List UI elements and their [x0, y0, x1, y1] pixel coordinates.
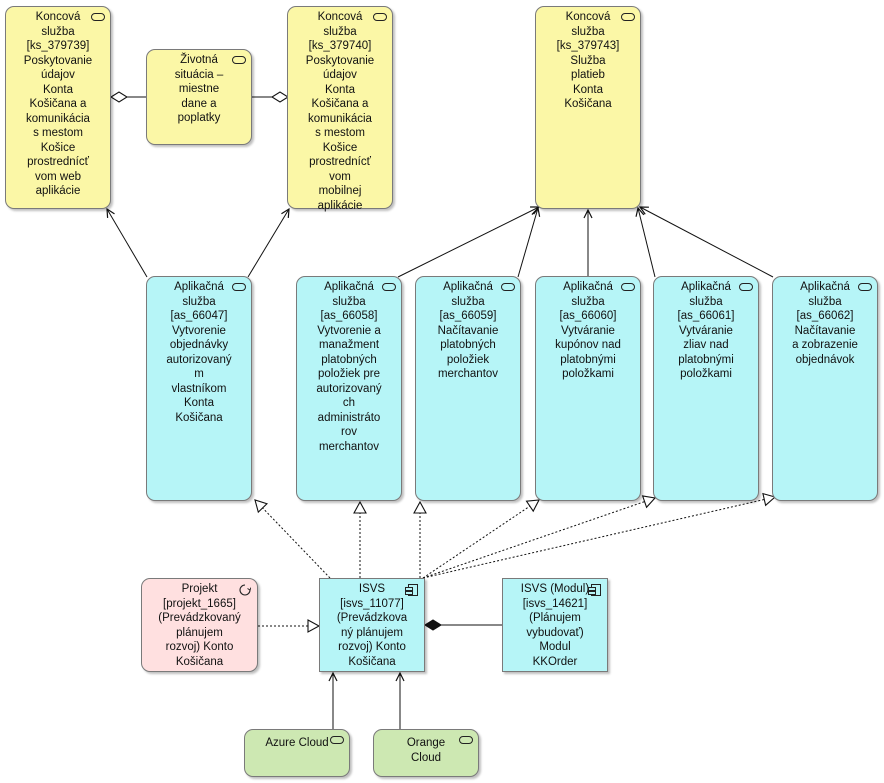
- business-service-ks-379743[interactable]: Koncová služba [ks_379743] Služba platie…: [535, 6, 641, 209]
- service-icon: [621, 283, 635, 291]
- service-icon: [382, 283, 396, 291]
- service-icon: [621, 13, 635, 21]
- application-service-as-66047[interactable]: Aplikačná služba [as_66047] Vytvorenie o…: [146, 276, 252, 501]
- isvs-14621-module[interactable]: ISVS (Modul) [isvs_14621] (Plánujem vybu…: [502, 578, 608, 672]
- realization-isvs-as66061: [422, 495, 657, 579]
- node-label: ISVS [isvs_11077] (Prevádzkova ný plánuj…: [336, 583, 408, 668]
- orange-cloud-service[interactable]: Orange Cloud: [373, 729, 479, 777]
- node-label: Projekt [projekt_1665] (Prevádzkovaný pl…: [158, 583, 241, 668]
- node-label: Koncová služba [ks_379739] Poskytovanie …: [23, 11, 93, 197]
- service-icon: [330, 736, 344, 744]
- node-label: Aplikačná služba [as_66058] Vytvorenie a…: [316, 281, 382, 453]
- isvs-11077-component[interactable]: ISVS [isvs_11077] (Prevádzkova ný plánuj…: [319, 578, 425, 672]
- azure-cloud-service[interactable]: Azure Cloud: [244, 729, 350, 777]
- application-service-as-66062[interactable]: Aplikačná služba [as_66062] Načítavanie …: [772, 276, 878, 501]
- service-icon: [459, 736, 473, 744]
- business-service-ks-379740[interactable]: Koncová služba [ks_379740] Poskytovanie …: [287, 6, 393, 212]
- node-label: Koncová služba [ks_379740] Poskytovanie …: [305, 11, 375, 212]
- realization-isvs-as66062: [422, 492, 777, 579]
- service-icon: [373, 13, 387, 21]
- life-situation-zs[interactable]: Životná situácia – miestne dane a poplat…: [146, 49, 252, 145]
- node-label: Azure Cloud: [265, 737, 329, 749]
- node-label: Aplikačná služba [as_66059] Načítavanie …: [437, 281, 499, 380]
- business-service-ks-379739[interactable]: Koncová služba [ks_379739] Poskytovanie …: [5, 6, 111, 209]
- component-icon: [588, 584, 601, 596]
- service-icon: [501, 283, 515, 291]
- realization-as66059-ks379743: [517, 208, 538, 278]
- node-label: Aplikačná služba [as_66060] Vytváranie k…: [555, 281, 621, 380]
- application-service-as-66061[interactable]: Aplikačná služba [as_66061] Vytváranie z…: [653, 276, 759, 501]
- service-icon: [232, 56, 246, 64]
- application-service-as-66059[interactable]: Aplikačná služba [as_66059] Načítavanie …: [415, 276, 521, 501]
- project-1665[interactable]: Projekt [projekt_1665] (Prevádzkovaný pl…: [141, 578, 258, 672]
- service-icon: [858, 283, 872, 291]
- node-label: Životná situácia – miestne dane a poplat…: [174, 54, 224, 124]
- realization-as66047-ks379740: [247, 209, 289, 278]
- service-icon: [232, 283, 246, 291]
- project-icon: [239, 584, 251, 596]
- application-service-as-66060[interactable]: Aplikačná služba [as_66060] Vytváranie k…: [535, 276, 641, 501]
- realization-as66062-ks379743: [640, 207, 774, 278]
- node-label: Aplikačná služba [as_66062] Načítavanie …: [792, 281, 858, 366]
- realization-as66058-ks379743: [397, 207, 539, 278]
- realization-as66061-ks379743: [638, 208, 656, 278]
- realization-isvs-as66060: [422, 499, 540, 579]
- node-label: Aplikačná služba [as_66047] Vytvorenie o…: [166, 281, 232, 424]
- service-icon: [739, 283, 753, 291]
- component-icon: [405, 584, 418, 596]
- node-label: ISVS (Modul) [isvs_14621] (Plánujem vybu…: [520, 583, 590, 668]
- application-service-as-66058[interactable]: Aplikačná služba [as_66058] Vytvorenie a…: [296, 276, 402, 501]
- realization-isvs-as66047: [254, 499, 331, 579]
- node-label: Orange Cloud: [406, 737, 446, 764]
- node-label: Koncová služba [ks_379743] Služba platie…: [556, 11, 620, 110]
- node-label: Aplikačná služba [as_66061] Vytváranie z…: [677, 281, 735, 380]
- realization-as66047-ks379739: [107, 209, 148, 278]
- service-icon: [91, 13, 105, 21]
